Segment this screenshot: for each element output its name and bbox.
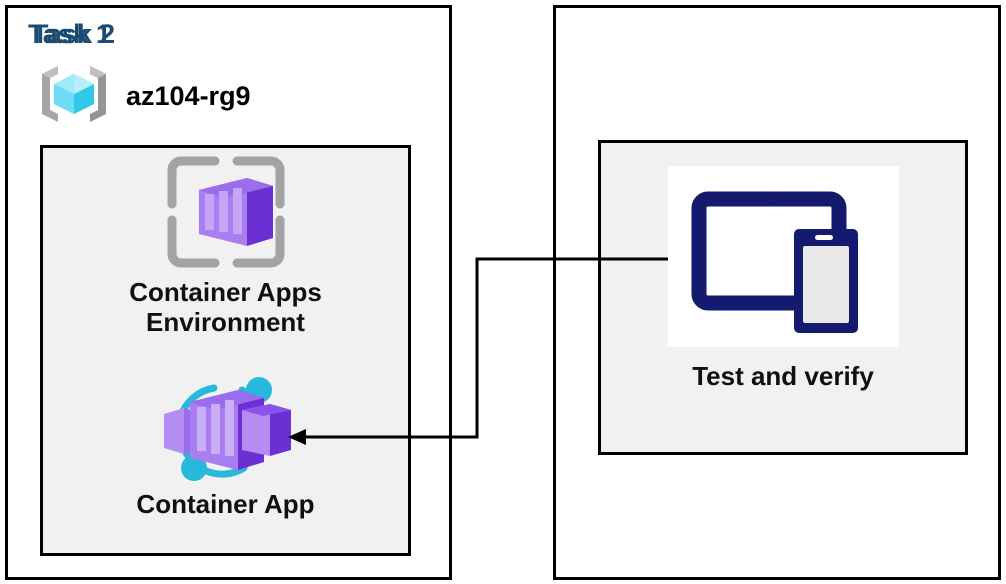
resource-group-row: az104-rg9	[36, 60, 251, 133]
resource-group-icon	[36, 60, 112, 133]
test-and-verify-devices-icon	[667, 166, 899, 347]
container-apps-environment-icon	[163, 152, 289, 277]
resource-test-and-verify: Test and verify	[625, 166, 941, 391]
task-1-title: Task 1	[28, 19, 112, 49]
resource-label: Container App	[136, 489, 315, 519]
container-app-icon	[146, 372, 306, 489]
resource-group-name: az104-rg9	[126, 81, 251, 111]
task-2-title: Task 2	[32, 19, 116, 49]
resource-label: Test and verify	[692, 361, 874, 391]
resource-container-apps-environment: Container Apps Environment	[60, 152, 391, 337]
resource-container-app: Container App	[60, 372, 391, 519]
resource-label: Container Apps Environment	[129, 277, 322, 338]
